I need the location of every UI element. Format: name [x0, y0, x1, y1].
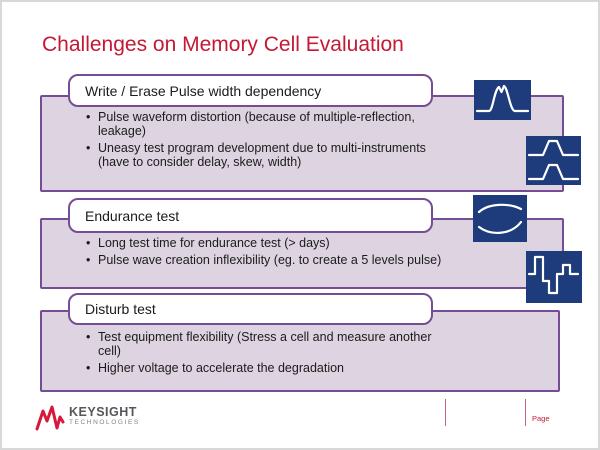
bullet-dot: • [86, 330, 91, 344]
logo-subtext: TECHNOLOGIES [69, 419, 140, 426]
section-header-write-erase: Write / Erase Pulse width dependency [68, 74, 433, 107]
multilevel-pulse-icon [526, 251, 582, 303]
bullet-dot: • [86, 141, 91, 155]
footer-divider-line-2 [525, 399, 526, 426]
bullet-line: Pulse wave creation inflexibility (eg. t… [98, 253, 442, 267]
bullet-list-endurance: • Long test time for endurance test (> d… [86, 236, 526, 270]
bullet-dot: • [86, 361, 91, 375]
bullet-item: • Higher voltage to accelerate the degra… [86, 361, 526, 375]
spark-icon [35, 405, 65, 431]
section-header-disturb: Disturb test [68, 293, 433, 325]
page-label: Page [532, 414, 550, 423]
section-header-endurance: Endurance test [68, 198, 433, 233]
footer-divider-line-1 [445, 399, 446, 426]
bullet-line: Higher voltage to accelerate the degrada… [98, 361, 344, 375]
bullet-line: Uneasy test program development due to m… [98, 141, 426, 155]
bullet-dot: • [86, 110, 91, 124]
page-title: Challenges on Memory Cell Evaluation [42, 33, 404, 56]
slow-wave-icon [473, 195, 527, 242]
bullet-item: • Pulse waveform distortion (because of … [86, 110, 526, 138]
bullet-dot: • [86, 253, 91, 267]
bullet-line: Test equipment flexibility (Stress a cel… [98, 330, 432, 344]
bullet-line: (have to consider delay, skew, width) [98, 155, 302, 169]
section-header-label: Disturb test [85, 301, 156, 317]
bullet-item: • Test equipment flexibility (Stress a c… [86, 330, 526, 358]
bullet-list-disturb: • Test equipment flexibility (Stress a c… [86, 330, 526, 378]
distorted-pulse-icon [474, 80, 531, 120]
bullet-item: • Long test time for endurance test (> d… [86, 236, 526, 250]
bullet-line: leakage) [98, 124, 146, 138]
bullet-line: Long test time for endurance test (> day… [98, 236, 330, 250]
logo-wordmark: KEYSIGHT [69, 405, 137, 419]
bullet-line: cell) [98, 344, 121, 358]
bullet-item: • Uneasy test program development due to… [86, 141, 526, 169]
keysight-logo: KEYSIGHT TECHNOLOGIES [35, 404, 140, 432]
section-header-label: Endurance test [85, 207, 180, 224]
bullet-dot: • [86, 236, 91, 250]
bullet-item: • Pulse wave creation inflexibility (eg.… [86, 253, 526, 267]
section-header-label: Write / Erase Pulse width dependency [85, 82, 322, 99]
bullet-list-write-erase: • Pulse waveform distortion (because of … [86, 110, 526, 172]
double-pulse-icon [526, 136, 581, 185]
bullet-line: Pulse waveform distortion (because of mu… [98, 110, 415, 124]
